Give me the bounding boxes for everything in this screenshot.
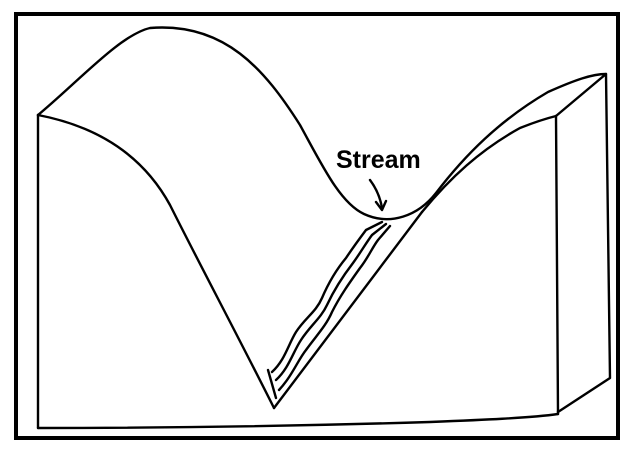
left-hill-top-edge (36, 26, 608, 221)
stream-label: Stream (336, 146, 421, 174)
right-block-top-edge (420, 114, 558, 214)
stream-arrow-shaft (368, 178, 384, 210)
stream-mouth-edge (266, 368, 278, 400)
left-valley-slope (36, 113, 276, 410)
stream-arrow-head (374, 199, 388, 212)
right-block-front-edge (554, 114, 560, 416)
stream-bank-lower (277, 224, 392, 392)
stream-bank-upper (270, 220, 384, 374)
base-edge (36, 412, 560, 430)
right-valley-slope (272, 210, 424, 410)
diagram-frame (14, 12, 620, 440)
right-block-side (554, 72, 612, 414)
stream-bank-middle (274, 222, 388, 382)
